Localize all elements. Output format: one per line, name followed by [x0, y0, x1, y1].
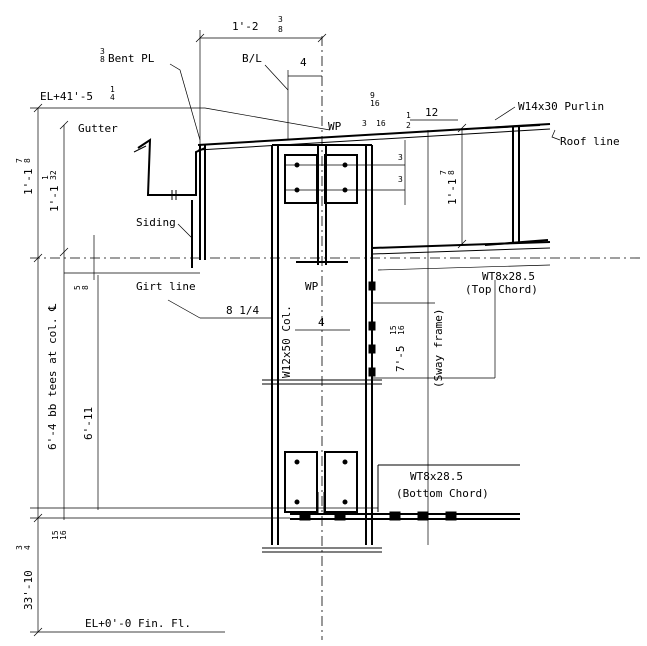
col-dim-4: 4 — [318, 316, 325, 329]
svg-text:1: 1 — [110, 85, 115, 94]
left-dim-2: 1'-1 — [48, 186, 61, 213]
bl-dim-label: 4 — [300, 56, 307, 69]
svg-text:8: 8 — [100, 55, 105, 64]
top-connection-plates — [284, 154, 405, 204]
top-chord-sub: (Top Chord) — [465, 283, 538, 296]
purlin-label: W14x30 Purlin — [518, 100, 604, 113]
bottom-connection-plates — [284, 451, 358, 513]
svg-text:8: 8 — [81, 285, 90, 290]
roof-line-label: Roof line — [560, 135, 620, 148]
sway-frame — [368, 275, 496, 379]
svg-text:3: 3 — [15, 545, 24, 550]
left-dim-bb: 6'-4 bb tees at col. ℄ — [46, 304, 59, 450]
top-chord-label: WT8x28.5 — [482, 270, 535, 283]
el-bottom-label: EL+0'-0 Fin. Fl. — [85, 617, 191, 630]
svg-text:3: 3 — [362, 119, 367, 128]
bottom-chord — [290, 464, 520, 521]
svg-text:8: 8 — [278, 25, 283, 34]
bottom-chord-label: WT8x28.5 — [410, 470, 463, 483]
svg-text:4: 4 — [110, 93, 115, 102]
left-dim-33: 33'-10 — [22, 570, 35, 610]
wp-top-label: WP — [328, 120, 342, 133]
svg-text:3: 3 — [278, 15, 283, 24]
svg-text:16: 16 — [370, 99, 380, 108]
svg-text:3: 3 — [398, 153, 403, 162]
svg-text:3: 3 — [398, 175, 403, 184]
gutter-shape — [137, 138, 206, 196]
top-chord — [371, 241, 551, 271]
top-dim-label: 1'-2 — [232, 20, 259, 33]
bent-pl-label: Bent PL — [108, 52, 155, 65]
svg-text:16: 16 — [59, 530, 68, 540]
slope-label: 12 — [425, 106, 438, 119]
svg-text:15: 15 — [389, 325, 398, 335]
svg-text:8: 8 — [23, 158, 32, 163]
svg-text:16: 16 — [397, 325, 406, 335]
svg-text:9: 9 — [370, 91, 375, 100]
svg-text:4: 4 — [23, 545, 32, 550]
svg-text:2: 2 — [406, 121, 411, 130]
svg-text:8: 8 — [447, 170, 456, 175]
purlin-section — [484, 124, 549, 246]
siding-label: Siding — [136, 216, 176, 229]
svg-text:1: 1 — [41, 175, 50, 180]
svg-text:1: 1 — [406, 111, 411, 120]
right-dim-1: 1'-1 — [446, 179, 459, 206]
bl-label: B/L — [242, 52, 262, 65]
bottom-chord-sub: (Bottom Chord) — [396, 487, 489, 500]
wp-mid-label: WP — [305, 280, 319, 293]
svg-text:7: 7 — [15, 158, 24, 163]
gutter-label: Gutter — [78, 122, 118, 135]
svg-text:5: 5 — [73, 285, 82, 290]
svg-text:16: 16 — [376, 119, 386, 128]
column-label: W12x50 Col. — [280, 305, 293, 378]
svg-text:32: 32 — [49, 170, 58, 180]
svg-text:15: 15 — [51, 530, 60, 540]
svg-text:7: 7 — [439, 170, 448, 175]
sway-frame-label: (Sway frame) — [432, 309, 445, 388]
left-dim-1: 1'-1 — [22, 169, 35, 196]
girt-line-label: Girt line — [136, 280, 196, 293]
el-top-label: EL+41'-5 — [40, 90, 93, 103]
left-dim-6: 6'-11 — [82, 407, 95, 440]
svg-text:3: 3 — [100, 47, 105, 56]
dim-7-5: 7'-5 — [394, 346, 407, 373]
dim-8-14: 8 1/4 — [226, 304, 259, 317]
